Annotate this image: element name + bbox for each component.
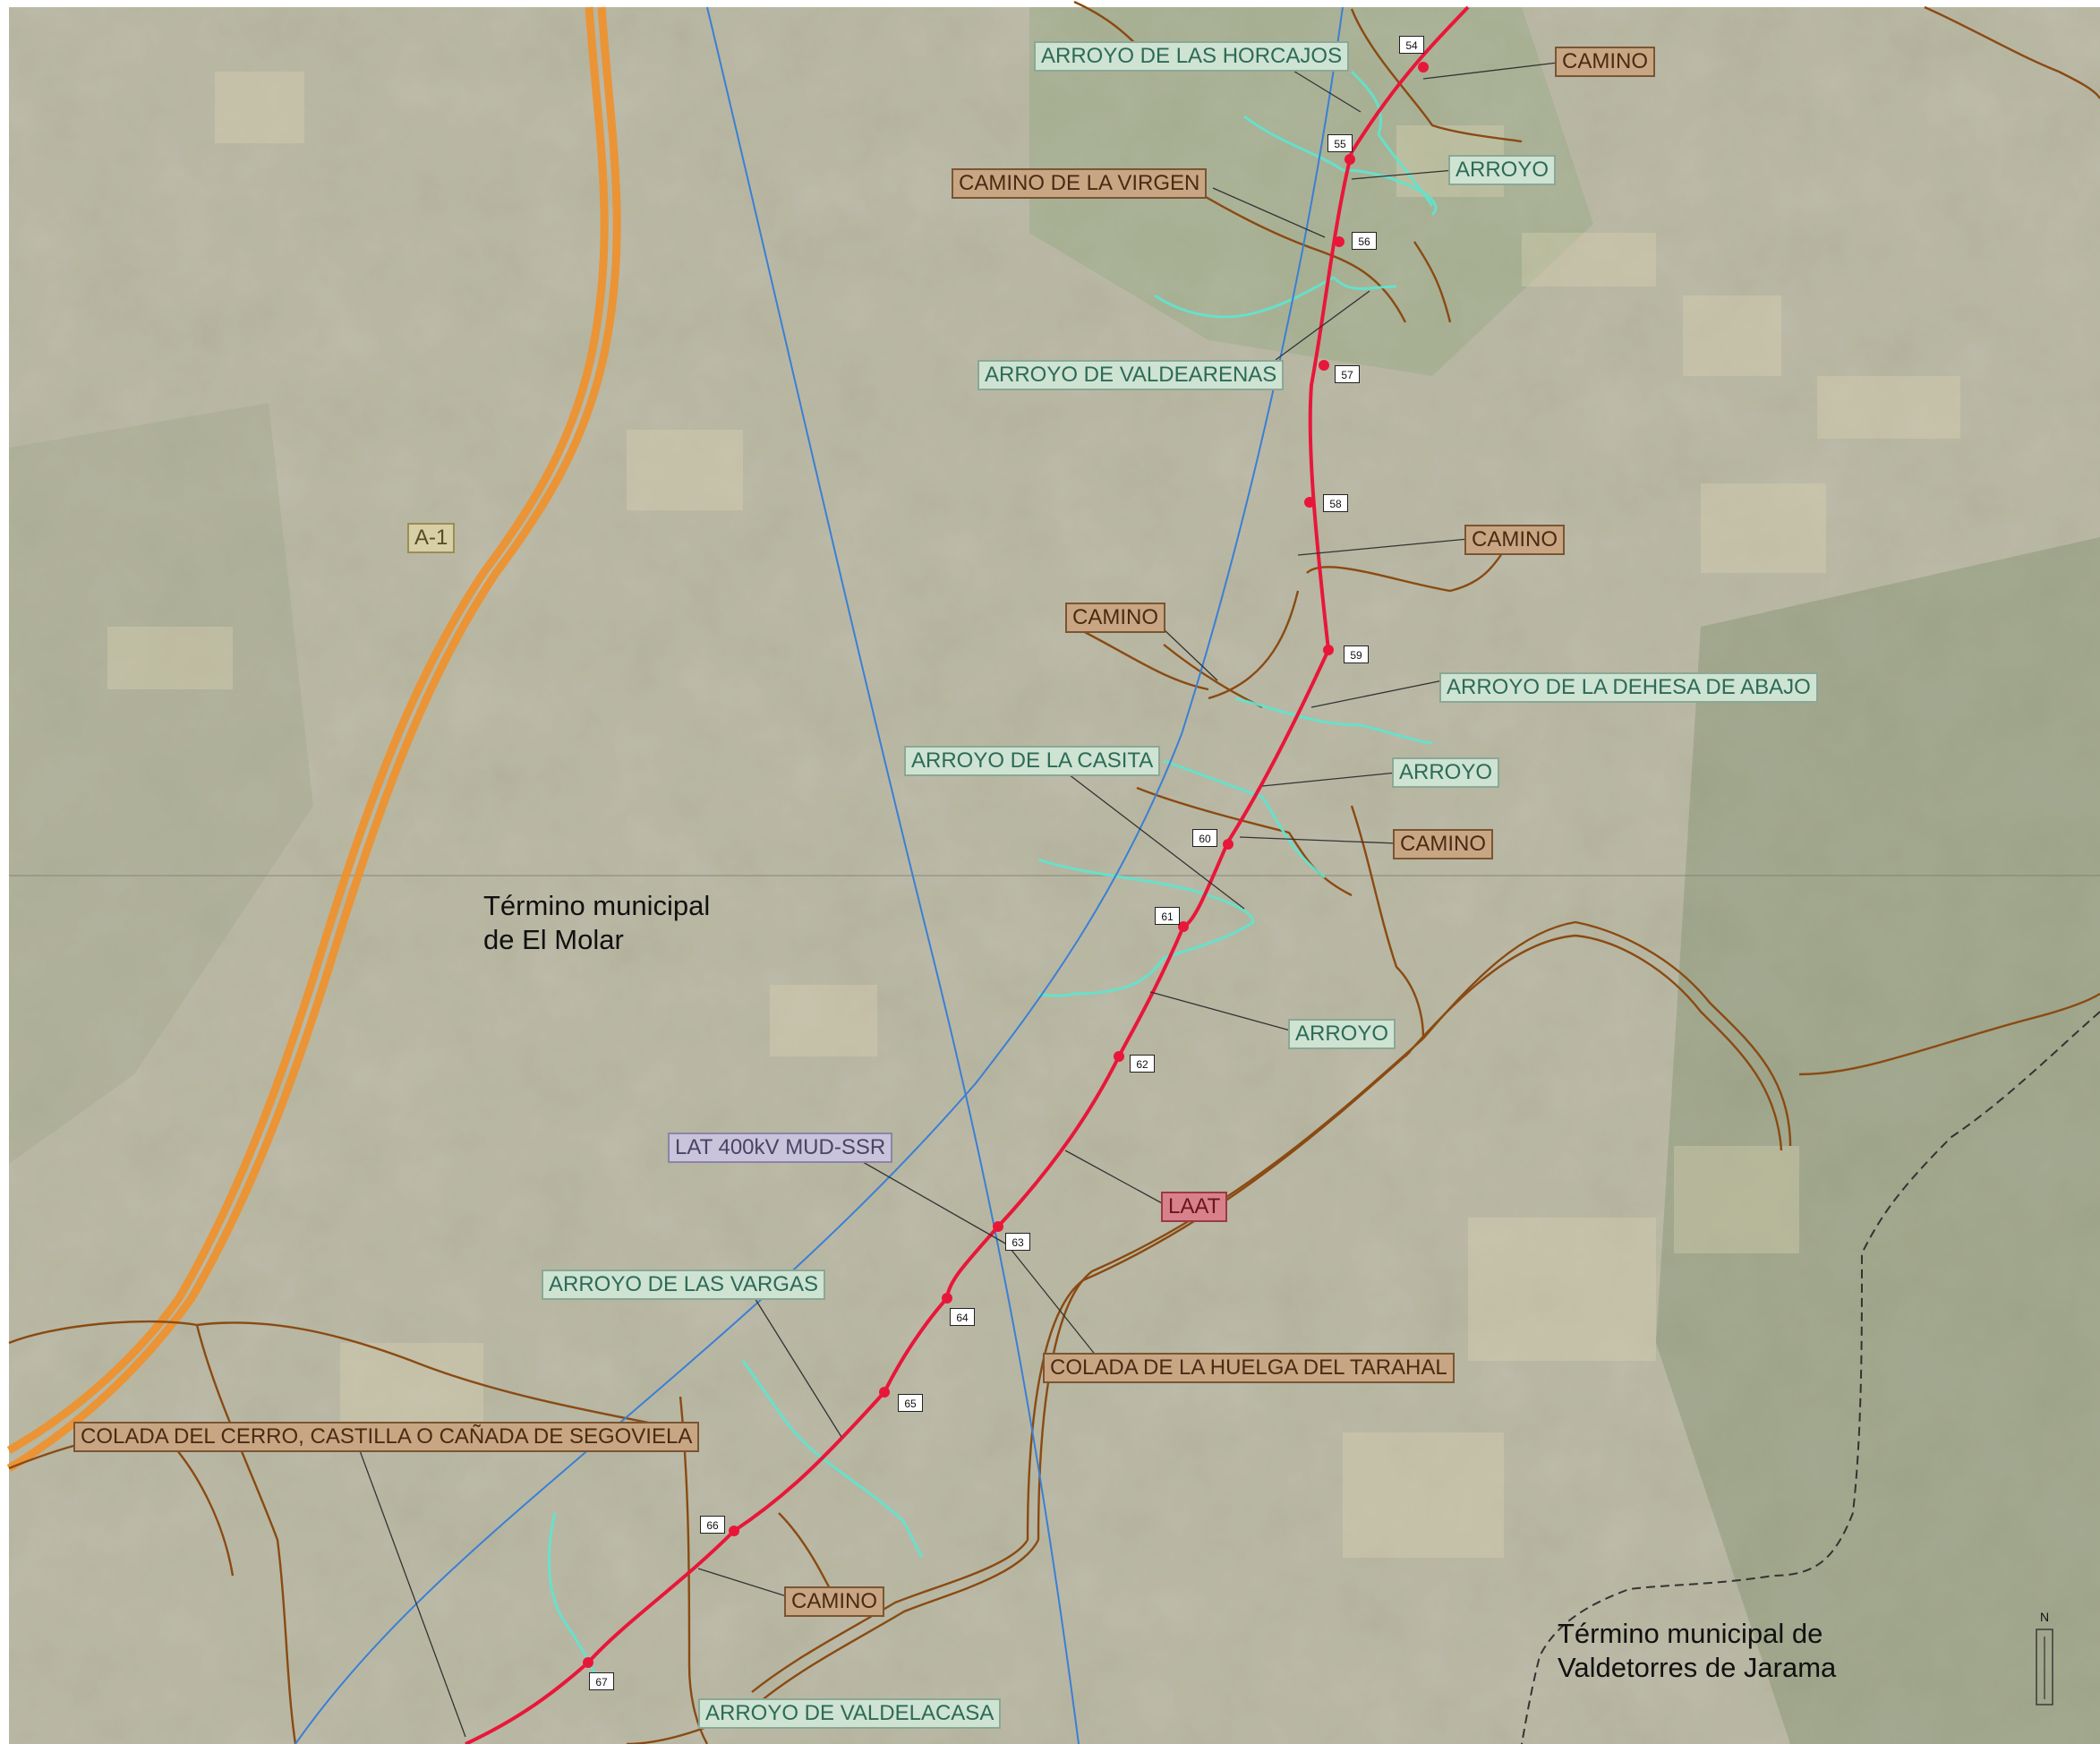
- label-arroyo-vargas: ARROYO DE LAS VARGAS: [542, 1270, 825, 1300]
- tower-dot-64: [942, 1293, 952, 1304]
- tower-tag-64[interactable]: 64: [950, 1308, 975, 1326]
- label-camino-59: CAMINO: [1065, 603, 1165, 633]
- north-arrow-frame: [2036, 1629, 2053, 1706]
- label-arroyo-mid: ARROYO: [1392, 757, 1500, 788]
- tower-tag-59[interactable]: 59: [1344, 645, 1369, 663]
- tower-dot-56: [1334, 236, 1345, 247]
- north-arrow-letter: N: [2040, 1610, 2050, 1624]
- tower-tag-55[interactable]: 55: [1327, 134, 1353, 152]
- tower-tag-57[interactable]: 57: [1335, 365, 1360, 383]
- tower-tag-60[interactable]: 60: [1192, 829, 1217, 847]
- label-colada-tarahal: COLADA DE LA HUELGA DEL TARAHAL: [1043, 1353, 1455, 1383]
- leader-lines: [357, 62, 1558, 1738]
- municipality-el-molar-line2: de El Molar: [483, 924, 624, 955]
- tower-tag-63[interactable]: 63: [1005, 1233, 1030, 1251]
- paths: [8, 0, 2100, 1744]
- tower-tag-61[interactable]: 61: [1155, 907, 1180, 925]
- label-camino-virgen: CAMINO DE LA VIRGEN: [952, 168, 1208, 199]
- label-arroyo-valdelacasa: ARROYO DE VALDELACASA: [698, 1698, 1002, 1729]
- tower-markers: [583, 62, 1429, 1668]
- label-colada-cerro: COLADA DEL CERRO, CASTILLA O CAÑADA DE S…: [73, 1422, 700, 1452]
- green-zone-west: [9, 403, 313, 1164]
- label-laat: LAAT: [1161, 1192, 1228, 1222]
- municipality-valdetorres: Término municipal de Valdetorres de Jara…: [1558, 1617, 1836, 1685]
- municipality-valdetorres-line1: Término municipal de: [1558, 1618, 1823, 1649]
- label-arroyo-dehesa: ARROYO DE LA DEHESA DE ABAJO: [1439, 672, 1818, 703]
- tower-dot-59: [1323, 645, 1334, 655]
- label-lat-400kv: LAT 400kV MUD-SSR: [668, 1133, 893, 1163]
- tower-tag-62[interactable]: 62: [1130, 1055, 1155, 1073]
- tower-tag-58[interactable]: 58: [1323, 494, 1348, 512]
- label-arroyo-horcajos: ARROYO DE LAS HORCAJOS: [1034, 41, 1350, 72]
- tower-tag-65[interactable]: 65: [898, 1394, 923, 1412]
- municipality-el-molar: Término municipal de El Molar: [483, 889, 710, 957]
- green-zone-north: [1029, 7, 1593, 376]
- tower-dot-55: [1345, 154, 1355, 165]
- label-arroyo-valdearenas: ARROYO DE VALDEARENAS: [977, 360, 1285, 390]
- label-camino-66: CAMINO: [784, 1586, 884, 1617]
- label-camino-top: CAMINO: [1555, 47, 1655, 77]
- tower-dot-61: [1178, 921, 1189, 932]
- tower-dot-62: [1114, 1051, 1124, 1062]
- label-arroyo-62: ARROYO: [1288, 1019, 1396, 1049]
- municipal-boundary: [1521, 1011, 2100, 1744]
- label-camino-60: CAMINO: [1393, 829, 1493, 859]
- green-zone-east: [1656, 537, 2100, 1744]
- tower-dot-60: [1223, 839, 1234, 850]
- tower-tag-56[interactable]: 56: [1352, 232, 1377, 250]
- tower-dot-66: [729, 1526, 739, 1536]
- label-camino-58: CAMINO: [1464, 525, 1565, 555]
- tower-dot-57: [1319, 360, 1329, 371]
- tower-tag-67[interactable]: 67: [589, 1672, 614, 1690]
- label-arroyo-casita: ARROYO DE LA CASITA: [904, 746, 1161, 776]
- tower-dot-67: [583, 1657, 593, 1668]
- label-arroyo-top: ARROYO: [1448, 155, 1557, 185]
- tower-tag-66[interactable]: 66: [700, 1516, 725, 1534]
- municipality-valdetorres-line2: Valdetorres de Jarama: [1558, 1652, 1837, 1683]
- label-a1: A-1: [407, 523, 456, 553]
- tower-dot-58: [1304, 497, 1315, 508]
- tower-dot-63: [993, 1221, 1003, 1232]
- tower-dot-65: [879, 1387, 890, 1398]
- municipality-el-molar-line1: Término municipal: [483, 890, 711, 921]
- tower-tag-54[interactable]: 54: [1399, 36, 1424, 54]
- a1-highway: [6, 6, 621, 1472]
- tower-dot-54: [1418, 62, 1429, 73]
- lat-400kv-lines: [295, 6, 1344, 1744]
